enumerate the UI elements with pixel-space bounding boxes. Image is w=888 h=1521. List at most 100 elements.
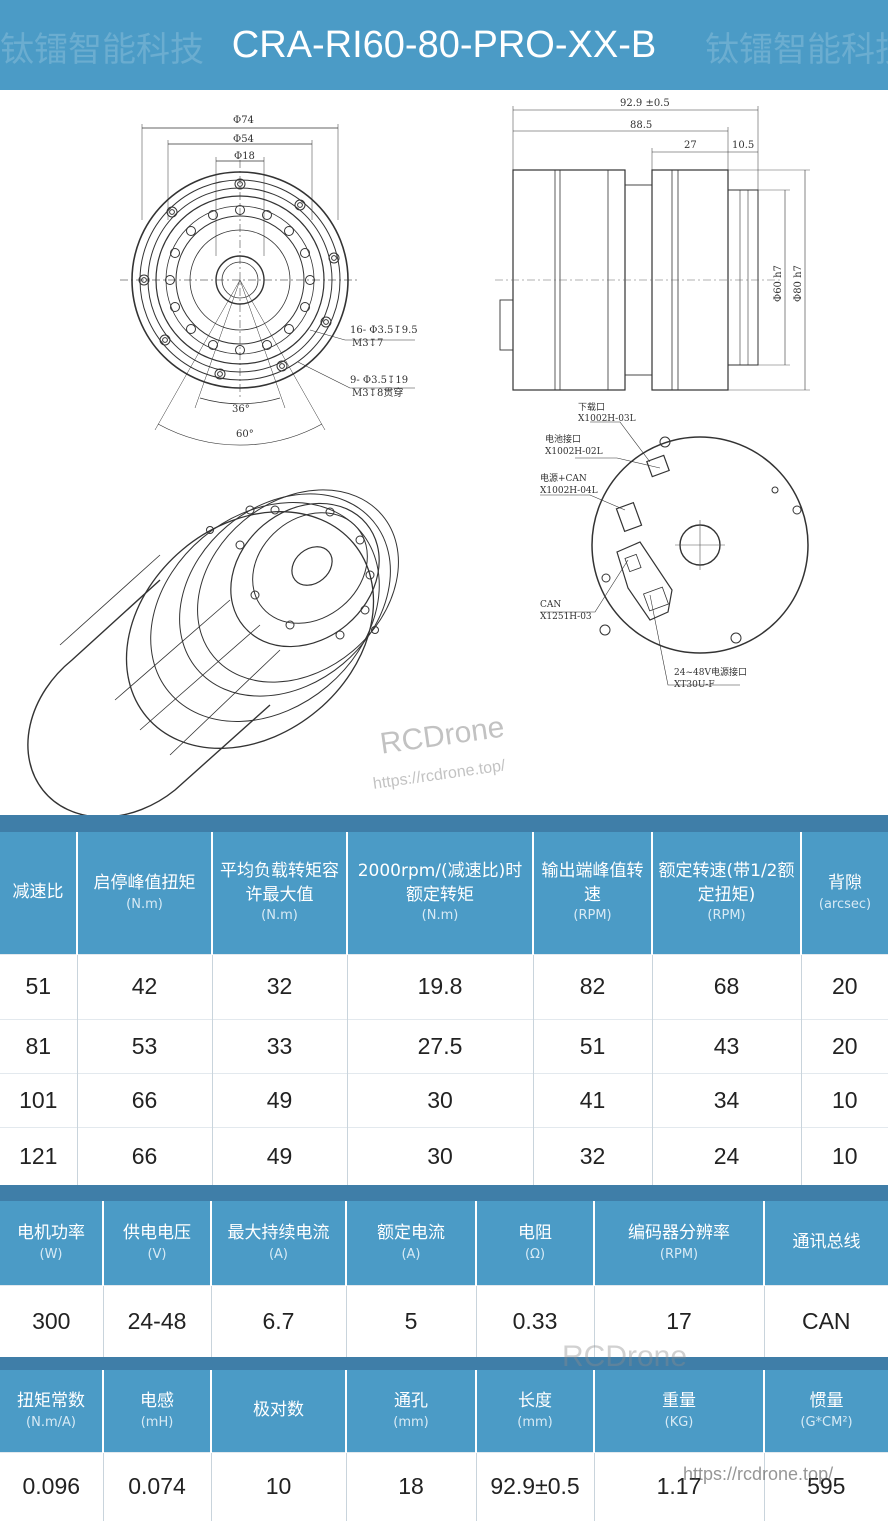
table-cell: 19.8 (347, 953, 534, 1019)
table-cell: 5 (346, 1284, 477, 1357)
t1-header-avg-load-torque: 平均负载转矩容许最大值(N.m) (212, 832, 348, 954)
front-view (120, 124, 415, 446)
t2-header-power: 电机功率(W) (0, 1201, 104, 1285)
title-bar: 钛镭智能科技 钛镭智能科技 CRA-RI60-80-PRO-XX-B (0, 0, 888, 90)
table2-header-row: 电机功率(W) 供电电压(V) 最大持续电流(A) 额定电流(A) 电阻(Ω) … (0, 1201, 888, 1285)
table-cell: 0.074 (103, 1451, 212, 1521)
rcdrone-watermark-url-table: https://rcdrone.top/ (683, 1464, 834, 1484)
dim-phi18: Φ18 (234, 151, 255, 162)
angle-60: 60° (236, 429, 254, 440)
dim-length-105: 10.5 (732, 140, 754, 151)
isometric-view (27, 489, 399, 815)
table-cell: 10 (211, 1451, 347, 1521)
table-cell: 101 (0, 1072, 78, 1127)
table-cell: 121 (0, 1126, 78, 1185)
table-physical-specs: 扭矩常数(N.m/A) 电感(mH) 极对数 通孔(mm) 长度(mm) 重量(… (0, 1370, 888, 1521)
table-cell: 82 (533, 953, 653, 1019)
table-cell: 20 (801, 953, 888, 1019)
page-title: CRA-RI60-80-PRO-XX-B (231, 24, 657, 66)
t2-header-max-current: 最大持续电流(A) (211, 1201, 347, 1285)
table-cell: 10 (801, 1126, 888, 1185)
side-view (495, 106, 810, 391)
table-cell: 43 (652, 1018, 802, 1073)
table-cell: 51 (533, 1018, 653, 1073)
dim-phi60: Φ60 h7 (773, 265, 784, 302)
table-cell: 30 (347, 1072, 534, 1127)
back-view (540, 421, 809, 686)
table-cell: 24 (652, 1126, 802, 1185)
t2-header-bus: 通讯总线 (764, 1201, 888, 1285)
table-cell: 33 (212, 1018, 348, 1073)
conn-power-can-model: X1002H-04L (540, 486, 598, 496)
table-cell: 30 (347, 1126, 534, 1185)
table-cell: 0.096 (0, 1451, 104, 1521)
table-cell: 42 (77, 953, 213, 1019)
table1-header-row: 减速比 启停峰值扭矩(N.m) 平均负载转矩容许最大值(N.m) 2000rpm… (0, 832, 888, 954)
header-watermark-left: 钛镭智能科技 (0, 30, 204, 70)
table-cell: 49 (212, 1126, 348, 1185)
hole-note-1a: 16- Φ3.5↧9.5 (350, 325, 418, 336)
t2-header-resistance: 电阻(Ω) (476, 1201, 595, 1285)
table-cell: 27.5 (347, 1018, 534, 1073)
t2-header-rated-current: 额定电流(A) (346, 1201, 477, 1285)
table-motor-specs: 电机功率(W) 供电电压(V) 最大持续电流(A) 额定电流(A) 电阻(Ω) … (0, 1201, 888, 1357)
table-cell: 1.17 (594, 1451, 765, 1521)
table-cell: 10 (801, 1072, 888, 1127)
dim-phi54: Φ54 (233, 134, 254, 145)
table-cell: 20 (801, 1018, 888, 1073)
conn-can-label: CAN (540, 600, 561, 610)
table-cell: 66 (77, 1072, 213, 1127)
hole-note-1b: M3↧7 (352, 338, 383, 349)
section-separator-2 (0, 1185, 888, 1201)
t3-header-length: 长度(mm) (476, 1370, 595, 1452)
table-cell: 53 (77, 1018, 213, 1073)
dim-phi80: Φ80 h7 (793, 265, 804, 302)
t1-header-backlash: 背隙(arcsec) (801, 832, 888, 954)
t2-header-voltage: 供电电压(V) (103, 1201, 212, 1285)
hole-note-2b: M3↧8贯穿 (352, 386, 403, 399)
table-cell: 24-48 (103, 1284, 212, 1357)
technical-drawing: Φ74 Φ54 Φ18 16- Φ3.5↧9.5 M3↧7 9- Φ3.5↧19… (0, 90, 888, 815)
table-cell: 17 (594, 1284, 765, 1357)
dim-length-885: 88.5 (630, 120, 652, 131)
t3-header-inertia: 惯量(G*CM²) (764, 1370, 888, 1452)
t3-header-torque-constant: 扭矩常数(N.m/A) (0, 1370, 104, 1452)
table-cell: 34 (652, 1072, 802, 1127)
table-cell: 92.9±0.5 (476, 1451, 595, 1521)
conn-supply-label: 24~48V电源接口 (674, 666, 747, 678)
table-cell: 0.33 (476, 1284, 595, 1357)
table-cell: 49 (212, 1072, 348, 1127)
table-cell: 68 (652, 953, 802, 1019)
table-cell: 300 (0, 1284, 104, 1357)
conn-download-model: X1002H-03L (578, 414, 636, 424)
dim-total-length: 92.9 ±0.5 (620, 98, 670, 109)
table-cell: 66 (77, 1126, 213, 1185)
t3-header-through-hole: 通孔(mm) (346, 1370, 477, 1452)
t3-header-weight: 重量(KG) (594, 1370, 765, 1452)
conn-power-can-label: 电源+CAN (540, 472, 587, 484)
t1-header-peak-torque: 启停峰值扭矩(N.m) (77, 832, 213, 954)
table-cell: 595 (764, 1451, 888, 1521)
t2-header-encoder: 编码器分辨率(RPM) (594, 1201, 765, 1285)
conn-battery-label: 电池接口 (545, 433, 581, 445)
t3-header-inductance: 电感(mH) (103, 1370, 212, 1452)
table-cell: 32 (212, 953, 348, 1019)
conn-battery-model: X1002H-02L (545, 447, 603, 457)
table-cell: 6.7 (211, 1284, 347, 1357)
table-cell: CAN (764, 1284, 888, 1357)
conn-download-label: 下载口 (578, 401, 605, 413)
conn-can-model: X1251H-03 (540, 612, 592, 622)
table-cell: 32 (533, 1126, 653, 1185)
t1-header-rated-torque: 2000rpm/(减速比)时额定转矩(N.m) (347, 832, 534, 954)
dim-phi74: Φ74 (233, 115, 254, 126)
table-cell: 18 (346, 1451, 477, 1521)
table-cell: 81 (0, 1018, 78, 1073)
hole-note-2a: 9- Φ3.5↧19 (350, 375, 408, 386)
t3-header-pole-pairs: 极对数 (211, 1370, 347, 1452)
header-watermark-right: 钛镭智能科技 (705, 30, 888, 70)
section-separator-3 (0, 1357, 888, 1370)
